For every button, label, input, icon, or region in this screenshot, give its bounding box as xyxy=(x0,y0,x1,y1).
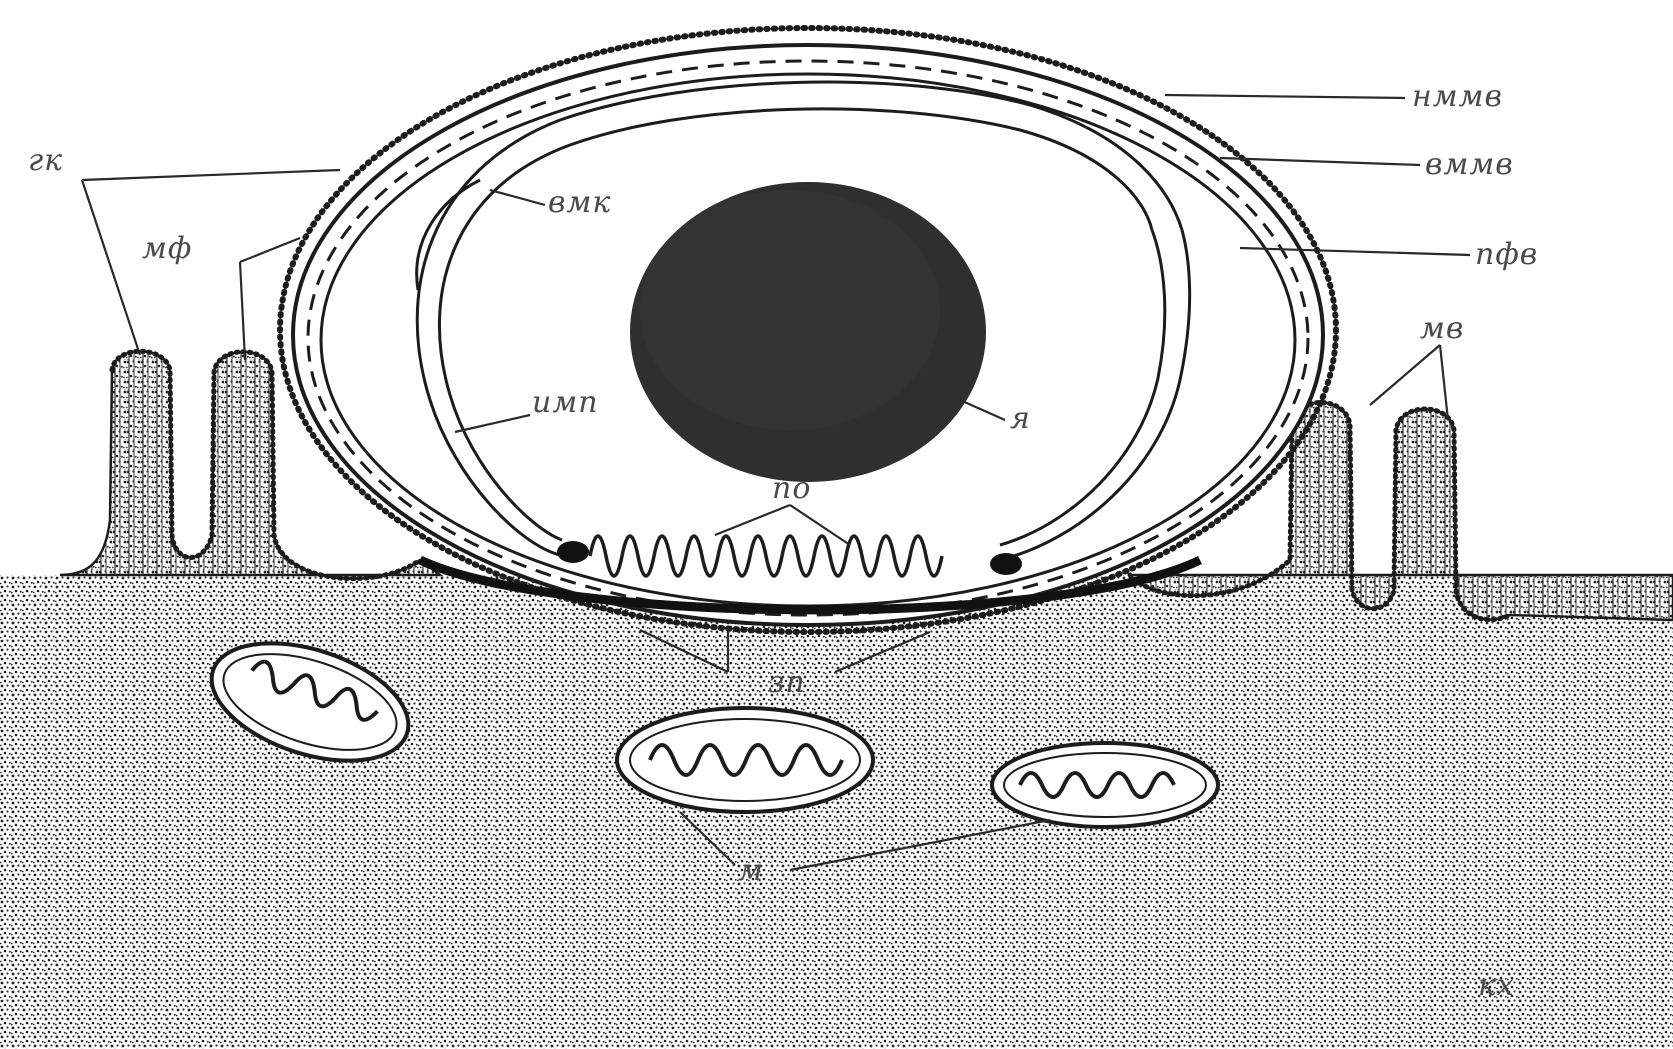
leader-nmmv xyxy=(1165,95,1405,98)
label-pfv: пфв xyxy=(1475,237,1538,272)
leader-mv xyxy=(1370,345,1440,405)
label-ya: я xyxy=(1010,401,1031,436)
label-zp: зп xyxy=(768,665,806,700)
label-gk: гк xyxy=(28,143,63,178)
label-m: м xyxy=(738,853,764,888)
leader-gk-2 xyxy=(82,180,140,355)
label-vmk: вмк xyxy=(548,185,611,220)
leader-mv-2 xyxy=(1440,345,1448,420)
mitochondrion-right xyxy=(992,743,1218,827)
attachment-knob-right xyxy=(990,553,1022,575)
label-kh: кх xyxy=(1478,968,1515,1003)
label-nmmv: нммв xyxy=(1412,79,1503,114)
label-po: по xyxy=(772,471,811,506)
leader-mf xyxy=(240,238,300,262)
attachment-knob-left xyxy=(557,541,589,563)
leader-gk xyxy=(82,170,340,180)
label-mf: мф xyxy=(142,231,192,266)
label-imp: имп xyxy=(532,385,599,420)
mitochondrion-center xyxy=(617,708,873,812)
label-vmmv: вммв xyxy=(1425,147,1514,182)
label-mv: мв xyxy=(1420,311,1464,346)
leader-mf-2 xyxy=(240,262,245,360)
